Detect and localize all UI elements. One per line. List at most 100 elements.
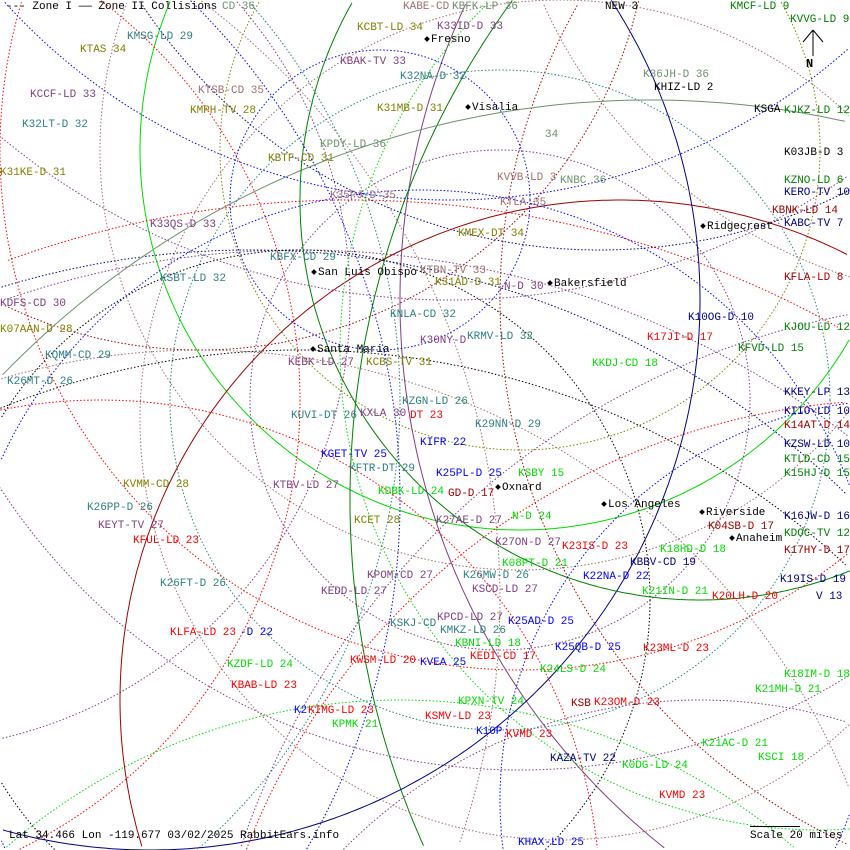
station-label[interactable]: KNBC 36 [560,175,607,187]
station-label[interactable]: KEDI-CD 17 [470,651,537,663]
station-label[interactable]: KQMM-CD 29 [45,350,112,362]
station-label[interactable]: K25PL-D 25 [436,468,503,480]
station-label[interactable]: V 13 [816,591,843,603]
station-label[interactable]: K26PP-D 26 [87,502,154,514]
station-label[interactable]: KAZA-TV 22 [550,753,617,765]
station-label[interactable]: KWSM-LD 20 [350,655,417,667]
station-label[interactable]: KSKJ-CD [390,618,437,630]
station-label[interactable]: K17JI-D 17 [647,332,714,344]
station-label[interactable]: KCBT-LD 34 [357,22,424,34]
station-label[interactable]: K27ON-D 27 [495,537,562,549]
station-label[interactable]: KBBV-CD 19 [630,557,697,569]
station-label[interactable]: K03JB-D 3 [784,147,844,159]
station-label[interactable]: CD 36 [222,1,256,13]
station-label[interactable]: KCBS-TV 31 [366,357,433,369]
station-label[interactable]: KTBN-TV 33 [420,265,487,277]
station-label[interactable]: K25QB-D 25 [555,642,622,654]
station-label[interactable]: KDOC-TV 12 [784,528,850,540]
station-label[interactable]: KSB [571,698,591,710]
station-label[interactable]: KMSG-LD 29 [127,31,194,43]
station-label[interactable]: KMEX-DT 34 [458,228,525,240]
station-label[interactable]: KLFA-LD 23 [170,627,237,639]
station-label[interactable]: KSCD-LD 27 [472,584,539,596]
station-label[interactable]: KVMD 23 [659,790,706,802]
station-label[interactable]: KSCI 18 [758,752,805,764]
station-label[interactable]: KFUL-LD 23 [133,535,200,547]
station-label[interactable]: KFVD-LD 15 [738,343,805,355]
station-label[interactable]: N-D 24 [512,511,552,523]
station-label[interactable]: KMCF-LD 9 [730,1,790,13]
station-label[interactable]: GD-D 17 [448,488,495,500]
station-label[interactable]: K21MH-D 21 [755,684,822,696]
station-label[interactable]: KTLA 35 [500,197,547,209]
station-label[interactable]: KHAX-LD 25 [518,837,585,849]
station-label[interactable]: KRMV-LD 32 [467,331,534,343]
station-label[interactable]: KIMG-LD 23 [308,705,375,717]
station-label[interactable]: K07AAN-D 28 [0,324,73,336]
station-label[interactable]: KJOU-LD 12 [784,322,850,334]
station-label[interactable]: KSMV-LD 23 [425,711,492,723]
station-label[interactable]: KXLA 30 [360,408,407,420]
station-label[interactable]: KJKZ-LD 12 [784,105,850,117]
station-label[interactable]: KBAB-LD 23 [231,680,298,692]
station-label[interactable]: K21AC-D 21 [702,738,769,750]
station-label[interactable]: KSBT-LD 32 [160,273,227,285]
station-label[interactable]: NEW 3 [605,1,639,13]
station-label[interactable]: K18HD-D 18 [660,544,727,556]
station-label[interactable]: K18IM-D 18 [784,669,850,681]
station-label[interactable]: KVVG-LD 9 [790,14,850,26]
station-label[interactable]: K17HY-D 17 [784,545,850,557]
station-label[interactable]: -D 22 [240,627,274,639]
station-label[interactable]: KZGN-LD 26 [402,396,469,408]
station-label[interactable]: KGET-TV 25 [321,449,388,461]
station-label[interactable]: 34 [545,129,559,141]
station-label[interactable]: KUVI-DT 26 [291,410,358,422]
station-label[interactable]: KABE-CD [403,1,450,13]
station-label[interactable]: KPXN-TV 24 [458,696,525,708]
station-label[interactable]: K15HJ-D 15 [784,468,850,480]
station-label[interactable]: KIFR 22 [420,437,467,449]
station-label[interactable]: K30NY-D [420,335,467,347]
station-label[interactable]: K26FT-D 26 [160,578,227,590]
station-label[interactable]: K04SB-D 17 [708,521,775,533]
station-label[interactable]: KFLA-LD 8 [784,272,844,284]
station-label[interactable]: K23OM-D 23 [594,697,661,709]
station-label[interactable]: KHIZ-LD 2 [654,82,714,94]
station-label[interactable]: KKEY-LP 13 [784,387,850,399]
station-label[interactable]: KPCD-LD 27 [437,612,504,624]
station-label[interactable]: KPOM-CD 27 [367,570,434,582]
station-label[interactable]: N-D 30 [504,281,544,293]
station-label[interactable]: KMPH-TV 28 [190,105,257,117]
station-label[interactable]: K08PT-D 21 [502,558,569,570]
station-label[interactable]: KTSB-CD 35 [198,85,265,97]
station-label[interactable]: K16JW-D 16 [784,511,850,523]
station-label[interactable]: KSGA [754,104,781,116]
station-label[interactable]: K10P [476,726,503,738]
station-label[interactable]: K32LT-D 32 [22,119,89,131]
station-label[interactable]: K31MB-D 31 [377,103,444,115]
station-label[interactable]: KVMM-CD 28 [123,479,190,491]
station-label[interactable]: KPDY-LD 36 [320,139,387,151]
station-label[interactable]: KZSW-LD 10 [784,439,850,451]
station-label[interactable]: KKDJ-CD 18 [592,358,659,370]
station-label[interactable]: KVEA 25 [420,657,467,669]
station-label[interactable]: KCCF-LD 33 [30,89,97,101]
station-label[interactable]: KSBY 15 [518,468,565,480]
station-label[interactable]: K35PJ-D 35 [330,190,397,202]
station-label[interactable]: K31KE-D 31 [0,167,67,179]
station-label[interactable]: KTLD-CD 15 [784,454,850,466]
station-label[interactable]: K24LS-D 24 [540,664,607,676]
station-label[interactable]: K36JH-D 36 [643,69,710,81]
station-label[interactable]: K0DG-LD 24 [622,760,689,772]
station-label[interactable]: KZDF-LD 24 [227,659,294,671]
station-label[interactable]: KFTR-DT 29 [349,463,416,475]
station-label[interactable]: K20LH-D 20 [712,591,779,603]
station-label[interactable]: K14AT-D 14 [784,420,850,432]
station-label[interactable]: KBNK-LD 14 [772,205,839,217]
station-label[interactable]: KDBK-LD 24 [378,486,445,498]
station-label[interactable]: KABC-TV 7 [784,218,844,230]
station-label[interactable]: K23IS-D 23 [562,541,629,553]
station-label[interactable]: K2 [294,705,308,717]
station-label[interactable]: KZNO-LD 6 [784,175,844,187]
